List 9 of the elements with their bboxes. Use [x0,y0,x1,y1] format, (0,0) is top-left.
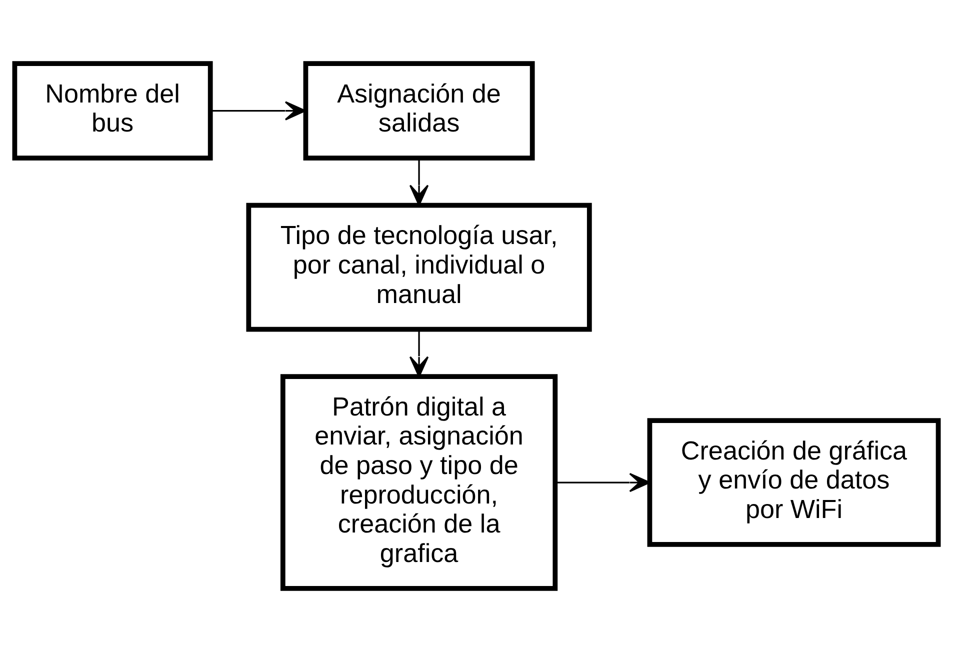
node-box: Creación de gráfica y envío de datos por WiFi [647,418,941,547]
node-box: Tipo de tecnología usar, por canal, individual o manual [246,202,592,332]
node-box: Asignación de salidas [303,61,535,161]
arrow [555,472,650,492]
node-box: Nombre del bus [12,61,213,161]
arrow [409,158,429,206]
arrow [409,330,429,378]
arrow [210,101,306,120]
node-box: Patrón digital a enviar, asignación de paso y tipo de reproducción, creación de la grafica [280,374,558,591]
